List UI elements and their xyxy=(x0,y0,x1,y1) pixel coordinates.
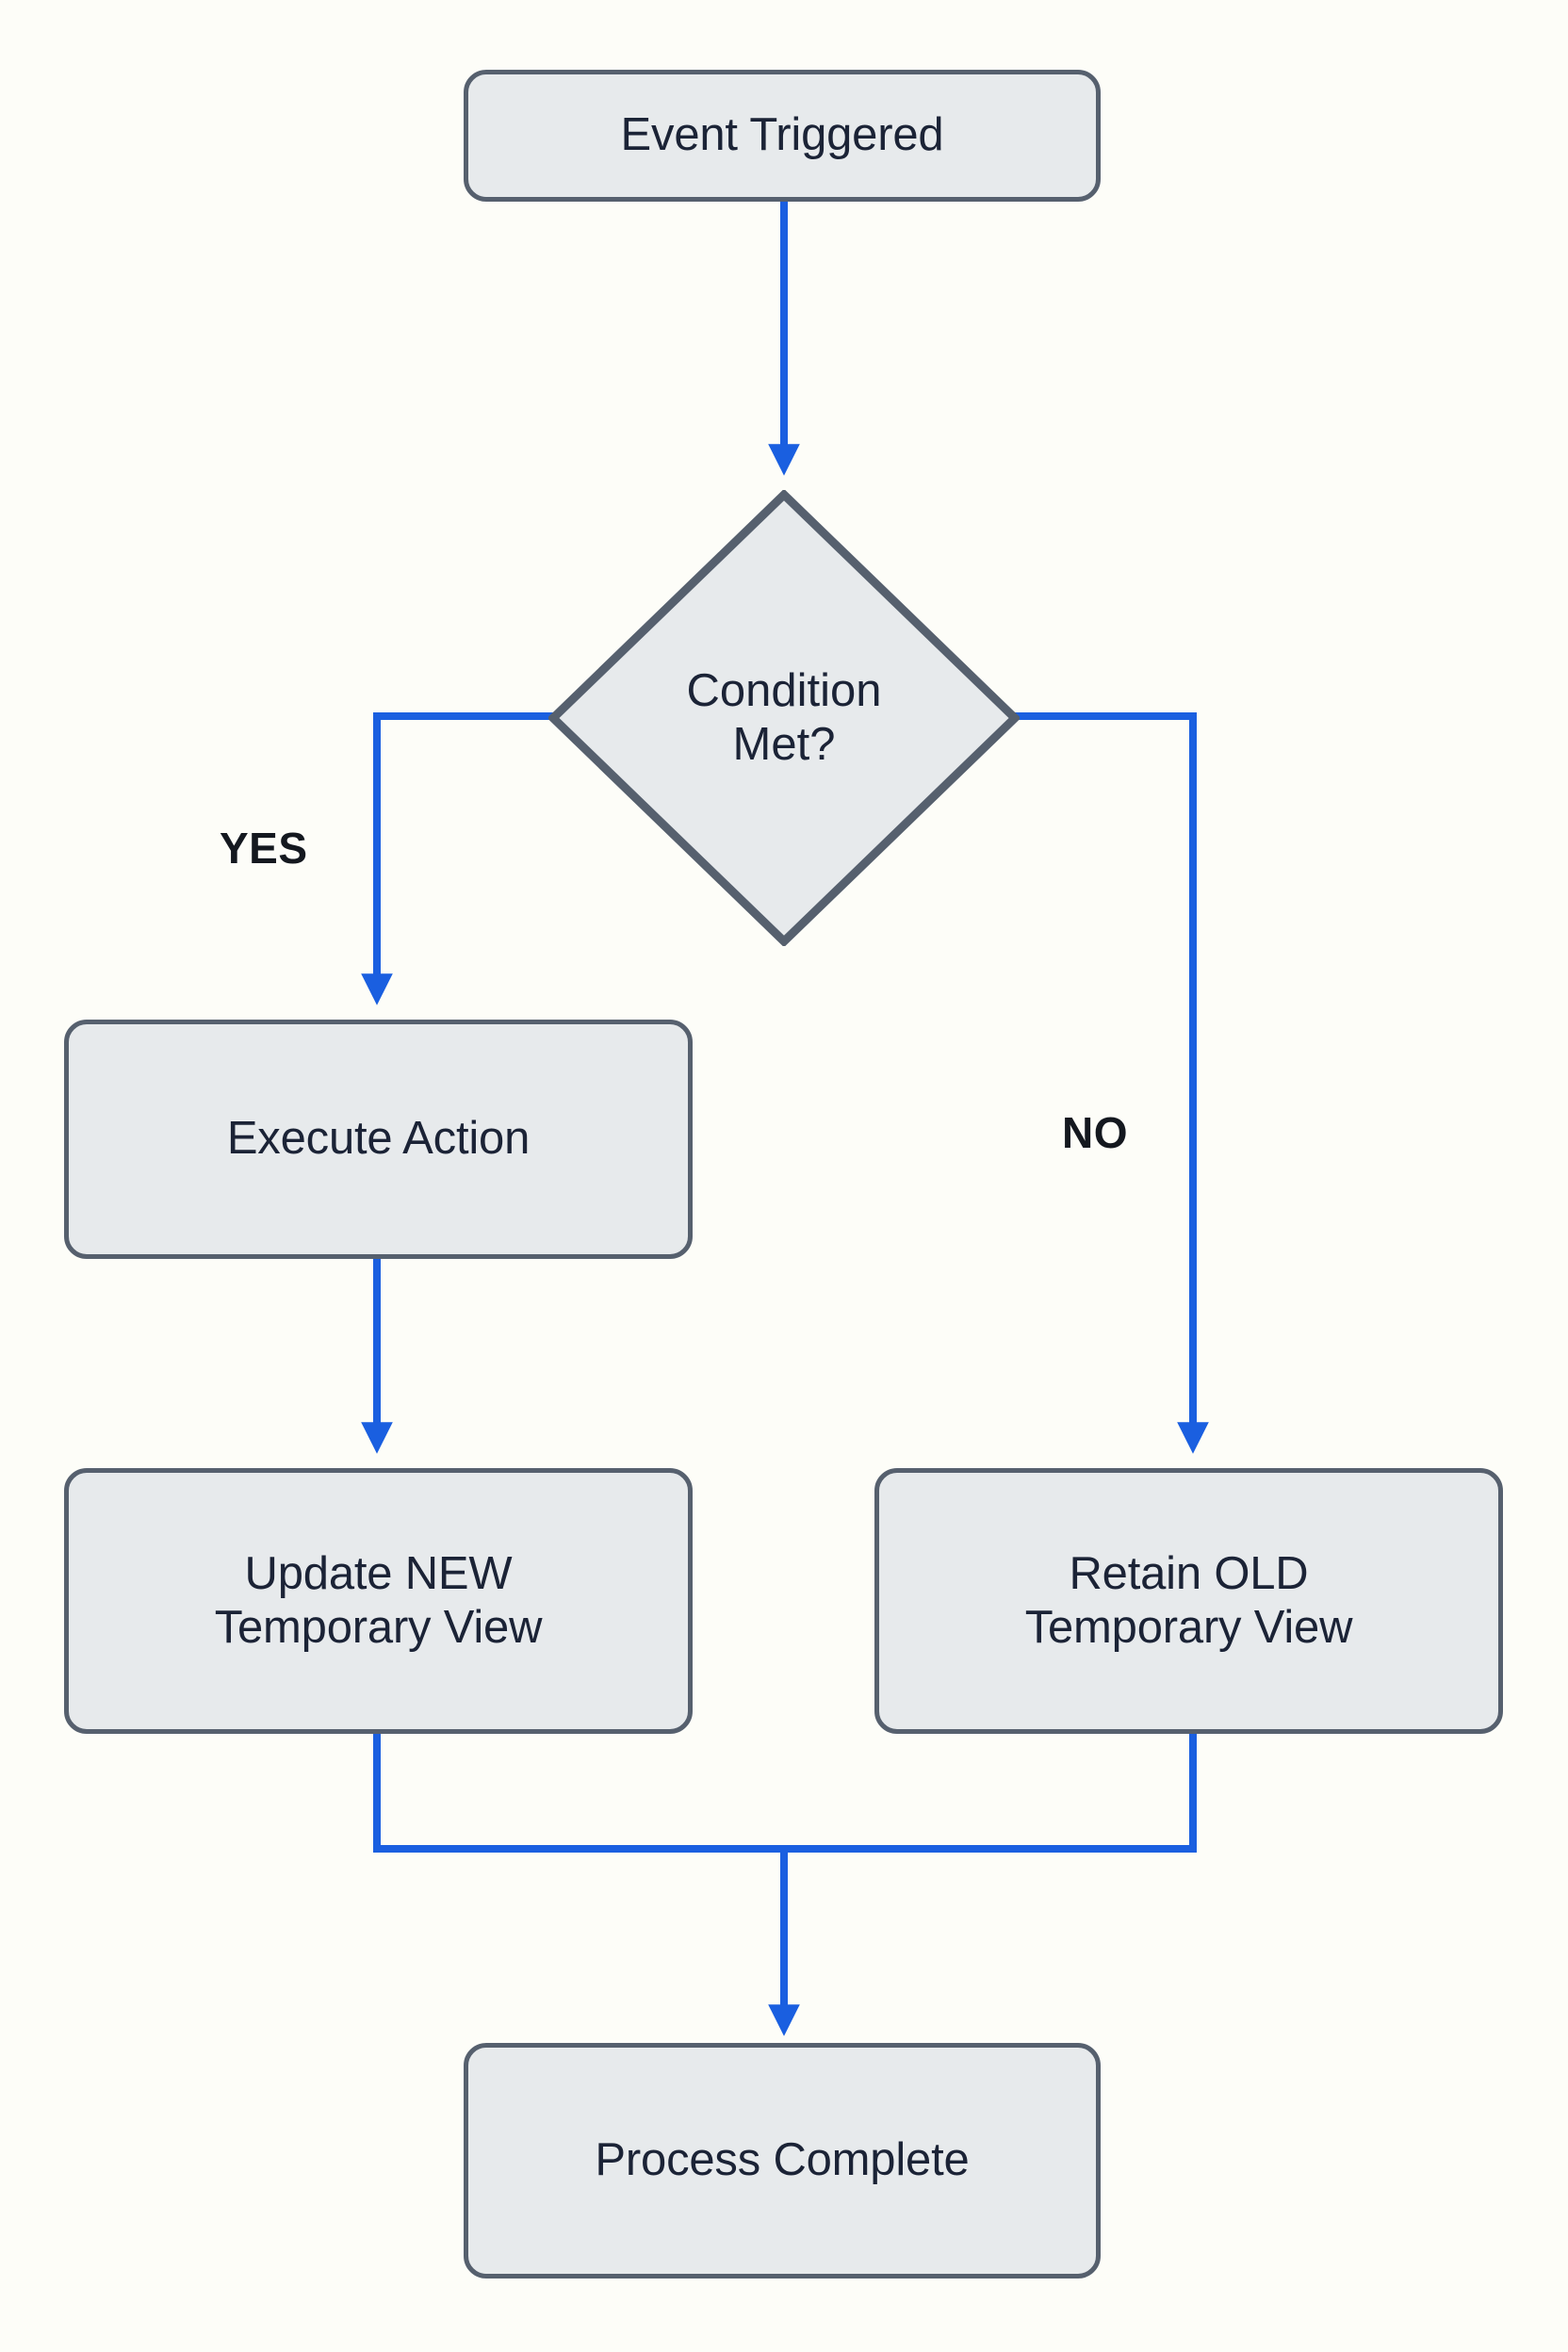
node-event-triggered[interactable]: Event Triggered xyxy=(464,70,1101,202)
node-execute-action-label: Execute Action xyxy=(226,1113,531,1165)
node-retain-old-temporary-view[interactable]: Retain OLD Temporary View xyxy=(874,1468,1503,1734)
node-event-triggered-label: Event Triggered xyxy=(620,109,944,161)
node-update-new-temporary-view-label: Update NEW Temporary View xyxy=(214,1547,543,1653)
node-process-complete-label: Process Complete xyxy=(595,2134,970,2186)
diamond-shape xyxy=(548,490,1020,946)
edge-label-yes: YES xyxy=(220,824,308,873)
edge-label-no: NO xyxy=(1062,1108,1128,1157)
edge-condition-to-retain-old xyxy=(1014,712,1209,1454)
node-process-complete[interactable]: Process Complete xyxy=(464,2043,1101,2278)
node-execute-action[interactable]: Execute Action xyxy=(64,1020,693,1259)
edge-condition-to-execute xyxy=(361,712,556,1005)
node-update-new-temporary-view[interactable]: Update NEW Temporary View xyxy=(64,1468,693,1734)
node-retain-old-temporary-view-label: Retain OLD Temporary View xyxy=(1024,1547,1353,1653)
edge-update-new-to-merge xyxy=(373,1732,784,1853)
edge-retain-old-to-merge xyxy=(784,1732,1197,1853)
node-condition-met-label: Condition Met? xyxy=(686,664,882,770)
node-condition-met[interactable]: Condition Met? xyxy=(548,490,1020,946)
